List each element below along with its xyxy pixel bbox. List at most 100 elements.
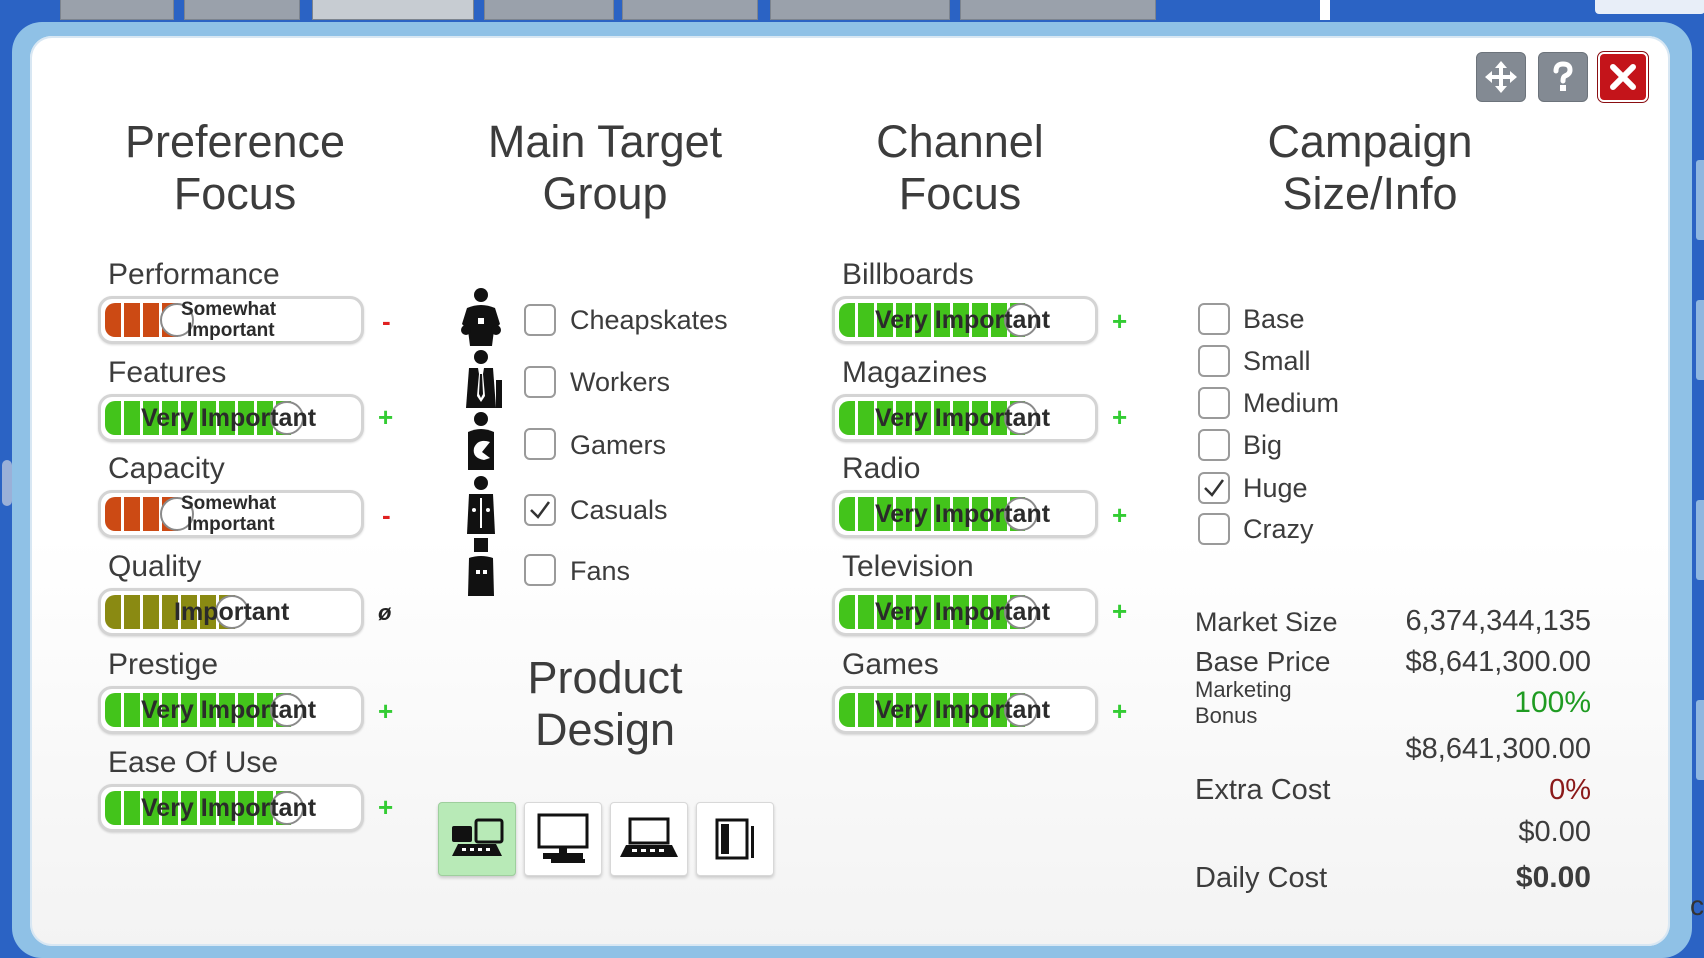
size-big-checkbox[interactable] bbox=[1198, 429, 1230, 461]
size-medium-checkbox[interactable] bbox=[1198, 387, 1230, 419]
slider-knob[interactable] bbox=[270, 693, 304, 727]
slider-value: Very Important bbox=[875, 695, 1051, 724]
size-medium-label: Medium bbox=[1243, 388, 1340, 418]
slider-value-line-2: Important bbox=[187, 514, 275, 535]
features-sign: + bbox=[378, 402, 394, 432]
casuals-checkbox[interactable] bbox=[524, 494, 556, 526]
design-tablet-button[interactable] bbox=[696, 802, 774, 876]
slider-value-line-2: Important bbox=[187, 320, 275, 341]
magazines-slider[interactable]: Very Important bbox=[832, 394, 1098, 442]
checkmark-icon bbox=[530, 501, 551, 519]
gamer-person-icon bbox=[468, 412, 494, 470]
games-sign: + bbox=[1112, 696, 1128, 726]
television-sign: + bbox=[1112, 596, 1128, 626]
size-crazy-checkbox[interactable] bbox=[1198, 513, 1230, 545]
slider-value-line-1: Somewhat bbox=[181, 493, 277, 514]
worker-person-icon bbox=[466, 350, 502, 408]
slider-value: Very Important bbox=[141, 793, 317, 822]
slider-knob[interactable] bbox=[270, 791, 304, 825]
prestige-sign: + bbox=[378, 696, 394, 726]
slider-knob[interactable] bbox=[270, 401, 304, 435]
design-laptop-button[interactable] bbox=[610, 802, 688, 876]
background-edge bbox=[1696, 300, 1704, 380]
slider-fill bbox=[839, 595, 1025, 629]
cheapskates-checkbox[interactable] bbox=[524, 304, 556, 336]
performance-slider[interactable]: Somewhat Important bbox=[98, 296, 364, 344]
fans-checkbox[interactable] bbox=[524, 554, 556, 586]
close-button[interactable] bbox=[1598, 52, 1648, 102]
workers-label: Workers bbox=[570, 367, 671, 397]
radio-sign: + bbox=[1112, 500, 1128, 530]
channel-focus-title: Channel Focus bbox=[810, 116, 1110, 220]
background-partial-text: c bbox=[1690, 890, 1704, 921]
television-slider[interactable]: Very Important bbox=[832, 588, 1098, 636]
slider-value: Important bbox=[174, 597, 290, 626]
quality-slider[interactable]: Important bbox=[98, 588, 364, 636]
background-tab bbox=[484, 0, 614, 20]
slider-value: Very Important bbox=[875, 305, 1051, 334]
slider-knob[interactable] bbox=[215, 595, 249, 629]
games-slider[interactable]: Very Important bbox=[832, 686, 1098, 734]
design-desktop-combo-button[interactable] bbox=[438, 802, 516, 876]
channel-label-television: Television bbox=[842, 550, 974, 583]
slider-fill bbox=[105, 401, 291, 435]
close-icon bbox=[1610, 64, 1636, 90]
gamers-checkbox[interactable] bbox=[524, 428, 556, 460]
radio-slider[interactable]: Very Important bbox=[832, 490, 1098, 538]
background-tab bbox=[622, 0, 758, 20]
slider-fill bbox=[839, 497, 1025, 531]
size-base-label: Base bbox=[1243, 304, 1305, 334]
slider-fill bbox=[839, 303, 1025, 337]
question-mark-icon bbox=[1553, 61, 1573, 91]
move-button[interactable] bbox=[1476, 52, 1526, 102]
capacity-sign: - bbox=[382, 500, 391, 530]
slider-knob[interactable] bbox=[1004, 303, 1038, 337]
capacity-slider[interactable]: Somewhat Important bbox=[98, 490, 364, 538]
channel-label-magazines: Magazines bbox=[842, 356, 988, 389]
size-huge-checkbox[interactable] bbox=[1198, 472, 1230, 504]
slider-fill bbox=[839, 401, 1025, 435]
channel-label-radio: Radio bbox=[842, 452, 921, 485]
slider-knob[interactable] bbox=[1004, 401, 1038, 435]
slider-fill bbox=[105, 693, 291, 727]
background-tab bbox=[60, 0, 174, 20]
tablet-icon bbox=[715, 818, 754, 860]
preference-label-features: Features bbox=[108, 356, 227, 389]
size-base-checkbox[interactable] bbox=[1198, 303, 1230, 335]
slider-fill bbox=[105, 595, 236, 629]
slider-value: Very Important bbox=[141, 695, 317, 724]
campaign-title-text: Campaign Size/Info bbox=[1267, 116, 1473, 219]
size-small-checkbox[interactable] bbox=[1198, 345, 1230, 377]
slider-knob[interactable] bbox=[1004, 693, 1038, 727]
gamers-label: Gamers bbox=[570, 430, 667, 460]
design-monitor-button[interactable] bbox=[524, 802, 602, 876]
slider-knob[interactable] bbox=[1004, 497, 1038, 531]
size-big-label: Big bbox=[1243, 430, 1283, 460]
help-button[interactable] bbox=[1538, 52, 1588, 102]
slider-knob[interactable] bbox=[160, 497, 194, 531]
background-tab bbox=[184, 0, 300, 20]
slider-knob[interactable] bbox=[1004, 595, 1038, 629]
channel-title-text: Channel Focus bbox=[876, 116, 1044, 219]
target-title-text: Main Target Group bbox=[487, 116, 723, 219]
preference-label-prestige: Prestige bbox=[108, 648, 219, 681]
extra-cost-value: $0.00 bbox=[1518, 816, 1591, 848]
background-edge bbox=[1696, 700, 1704, 780]
billboards-slider[interactable]: Very Important bbox=[832, 296, 1098, 344]
ease-of-use-slider[interactable]: Very Important bbox=[98, 784, 364, 832]
preference-label-performance: Performance bbox=[108, 258, 280, 291]
features-slider[interactable]: Very Important bbox=[98, 394, 364, 442]
fan-person-icon bbox=[468, 538, 494, 596]
cheapskate-person-icon bbox=[461, 288, 501, 346]
background-tab bbox=[770, 0, 950, 20]
size-small-label: Small bbox=[1243, 346, 1311, 376]
background-logo bbox=[1595, 0, 1704, 14]
workers-checkbox[interactable] bbox=[524, 366, 556, 398]
extra-cost-percent: 0% bbox=[1549, 774, 1591, 806]
prestige-slider[interactable]: Very Important bbox=[98, 686, 364, 734]
daily-cost-label: Daily Cost bbox=[1195, 862, 1328, 894]
background-tab bbox=[960, 0, 1156, 20]
casual-person-icon bbox=[467, 476, 495, 534]
ease-of-use-sign: + bbox=[378, 792, 394, 822]
slider-knob[interactable] bbox=[160, 303, 194, 337]
